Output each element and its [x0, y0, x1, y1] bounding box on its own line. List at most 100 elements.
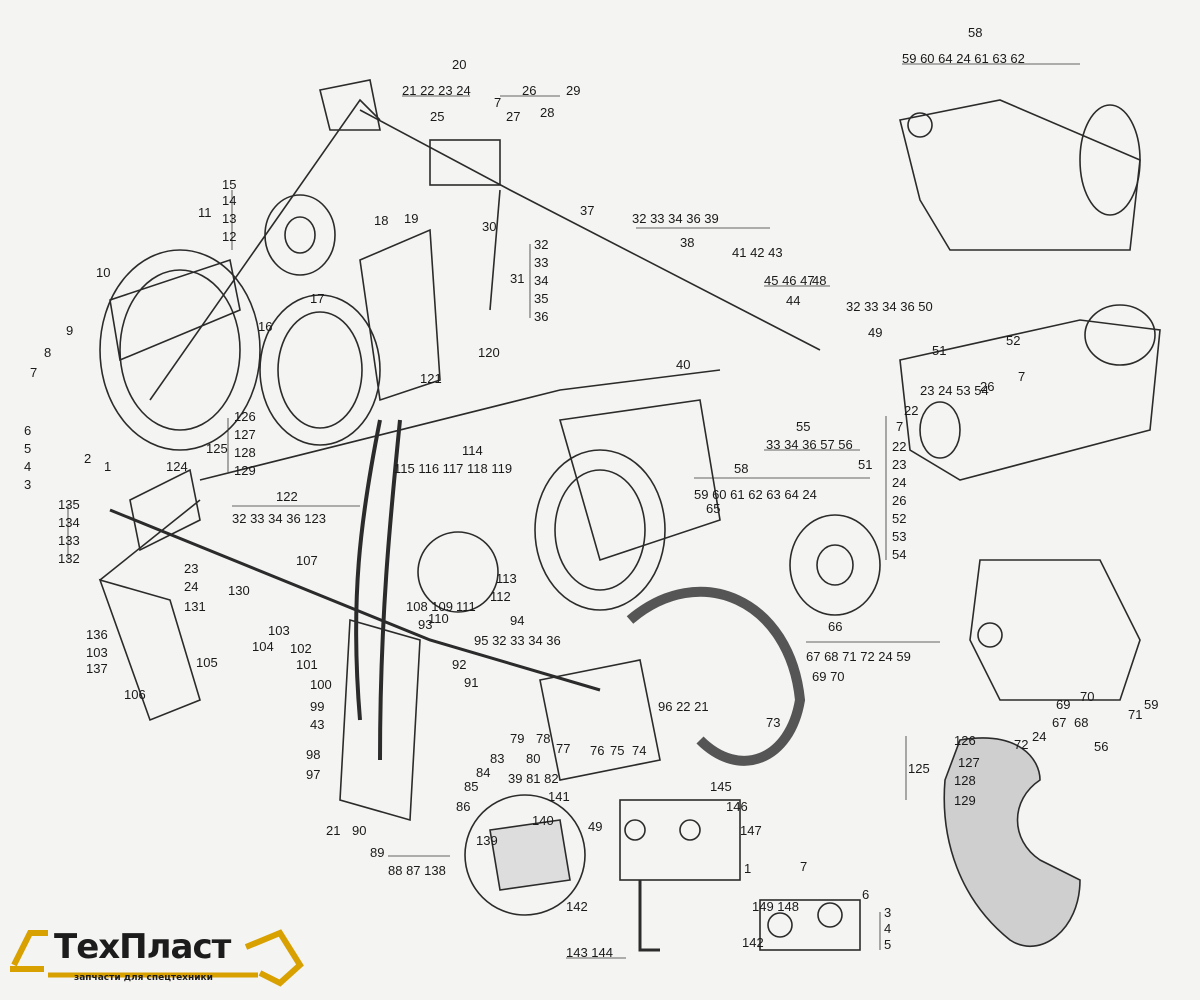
callout-label: 21 22 23 24 [402, 83, 471, 98]
callout-label: 93 [418, 617, 433, 632]
callout-label: 125 [206, 441, 228, 456]
callout-label: 140 [532, 813, 554, 828]
callout-label: 71 [1128, 707, 1143, 722]
excavator-logo-icon [10, 929, 304, 987]
callout-label: 49 [588, 819, 603, 834]
callout-label: 75 [610, 743, 625, 758]
callout-label: 7 [30, 365, 38, 380]
callout-label: 94 [510, 613, 525, 628]
callout-label: 68 [1074, 715, 1089, 730]
callout-label: 100 [310, 677, 332, 692]
callout-label: 89 [370, 845, 385, 860]
right-pulley [789, 514, 881, 616]
callout-label: 136 [86, 627, 108, 642]
callout-label: 149 148 [752, 899, 799, 914]
callout-label: 129 [234, 463, 256, 478]
callout-label: 28 [540, 105, 555, 120]
callout-label: 113 [496, 571, 517, 586]
callout-label: 67 [1052, 715, 1067, 730]
callout-label: 34 [534, 273, 549, 288]
callout-label: 122 [276, 489, 298, 504]
callout-label: 38 [680, 235, 695, 250]
callout-label: 96 22 21 [658, 699, 709, 714]
callout-label: 24 [1032, 729, 1047, 744]
callout-label: 128 [234, 445, 256, 460]
callout-label: 101 [296, 657, 318, 672]
callout-label: 66 [828, 619, 843, 634]
callout-label: 90 [352, 823, 367, 838]
mid-right-assembly [899, 319, 1161, 481]
callout-label: 40 [676, 357, 691, 372]
callout-label: 19 [404, 211, 419, 226]
callout-label: 2 [84, 451, 92, 466]
callout-label: 107 [296, 553, 318, 568]
callout-label: 84 [476, 765, 491, 780]
small-assembly [759, 899, 861, 951]
callout-label: 12 [222, 229, 237, 244]
callout-label: 142 [742, 935, 764, 950]
callout-label: 124 [166, 459, 188, 474]
callout-label: 56 [1094, 739, 1109, 754]
cross-rod-lower [199, 369, 721, 481]
callout-label: 69 70 [812, 669, 845, 684]
lever-plate [429, 139, 501, 186]
main-shaft [109, 508, 601, 692]
callout-label: 10 [96, 265, 111, 280]
callout-label: 91 [464, 675, 479, 690]
logo-name: ТехПласт [54, 927, 231, 967]
mid-brake-band [259, 294, 381, 446]
callout-label: 7 [494, 95, 502, 110]
callout-label: 21 [326, 823, 341, 838]
callout-label: 145 [710, 779, 732, 794]
callout-label: 33 34 36 57 56 [766, 437, 853, 452]
callout-label: 103 [86, 645, 108, 660]
callout-label: 103 [268, 623, 290, 638]
vertical-rod [489, 189, 501, 311]
callout-label: 37 [580, 203, 595, 218]
lever-bracket [359, 228, 441, 402]
callout-label: 29 [566, 83, 581, 98]
callout-label: 49 [868, 325, 883, 340]
callout-label: 95 32 33 34 36 [474, 633, 561, 648]
callout-label: 15 [222, 177, 237, 192]
left-band-lining [109, 258, 241, 362]
callout-label: 115 116 117 118 119 [394, 461, 513, 476]
pedal-rod [99, 499, 201, 581]
callout-label: 54 [892, 547, 907, 562]
callout-label: 112 [490, 589, 511, 604]
callout-label: 128 [954, 773, 976, 788]
callout-label: 146 [726, 799, 748, 814]
callout-label: 108 109 [406, 599, 453, 614]
callout-label: 134 [58, 515, 80, 530]
callout-label: 135 [58, 497, 80, 512]
callout-label: 16 [258, 319, 273, 334]
callout-label: 6 [24, 423, 32, 438]
callout-label: 35 [534, 291, 549, 306]
lower-right-assembly [969, 559, 1141, 701]
callout-label: 98 [306, 747, 321, 762]
callout-label: 51 [858, 457, 873, 472]
callout-label: 39 81 82 [508, 771, 559, 786]
callout-label: 30 [482, 219, 497, 234]
callout-label: 59 [1144, 697, 1159, 712]
callout-label: 106 [124, 687, 146, 702]
lever-housing [339, 618, 421, 822]
callout-label: 17 [310, 291, 325, 306]
callout-label: 65 [706, 501, 721, 516]
callout-label: 45 46 47 [764, 273, 815, 288]
callout-label: 97 [306, 767, 321, 782]
callout-label: 121 [420, 371, 442, 386]
callout-label: 58 [968, 25, 983, 40]
callout-label: 73 [766, 715, 781, 730]
callout-label: 32 33 34 36 50 [846, 299, 933, 314]
pedal [98, 578, 201, 722]
callout-label: 7 [1018, 369, 1026, 384]
callout-label: 41 42 43 [732, 245, 783, 260]
callout-label: 26 [892, 493, 907, 508]
callout-label: 77 [556, 741, 571, 756]
callout-label: 59 60 64 24 61 63 62 [902, 51, 1025, 66]
callout-label: 33 [534, 255, 549, 270]
callout-label: 120 [478, 345, 500, 360]
callout-label: 83 [490, 751, 505, 766]
callout-label: 23 [184, 561, 199, 576]
